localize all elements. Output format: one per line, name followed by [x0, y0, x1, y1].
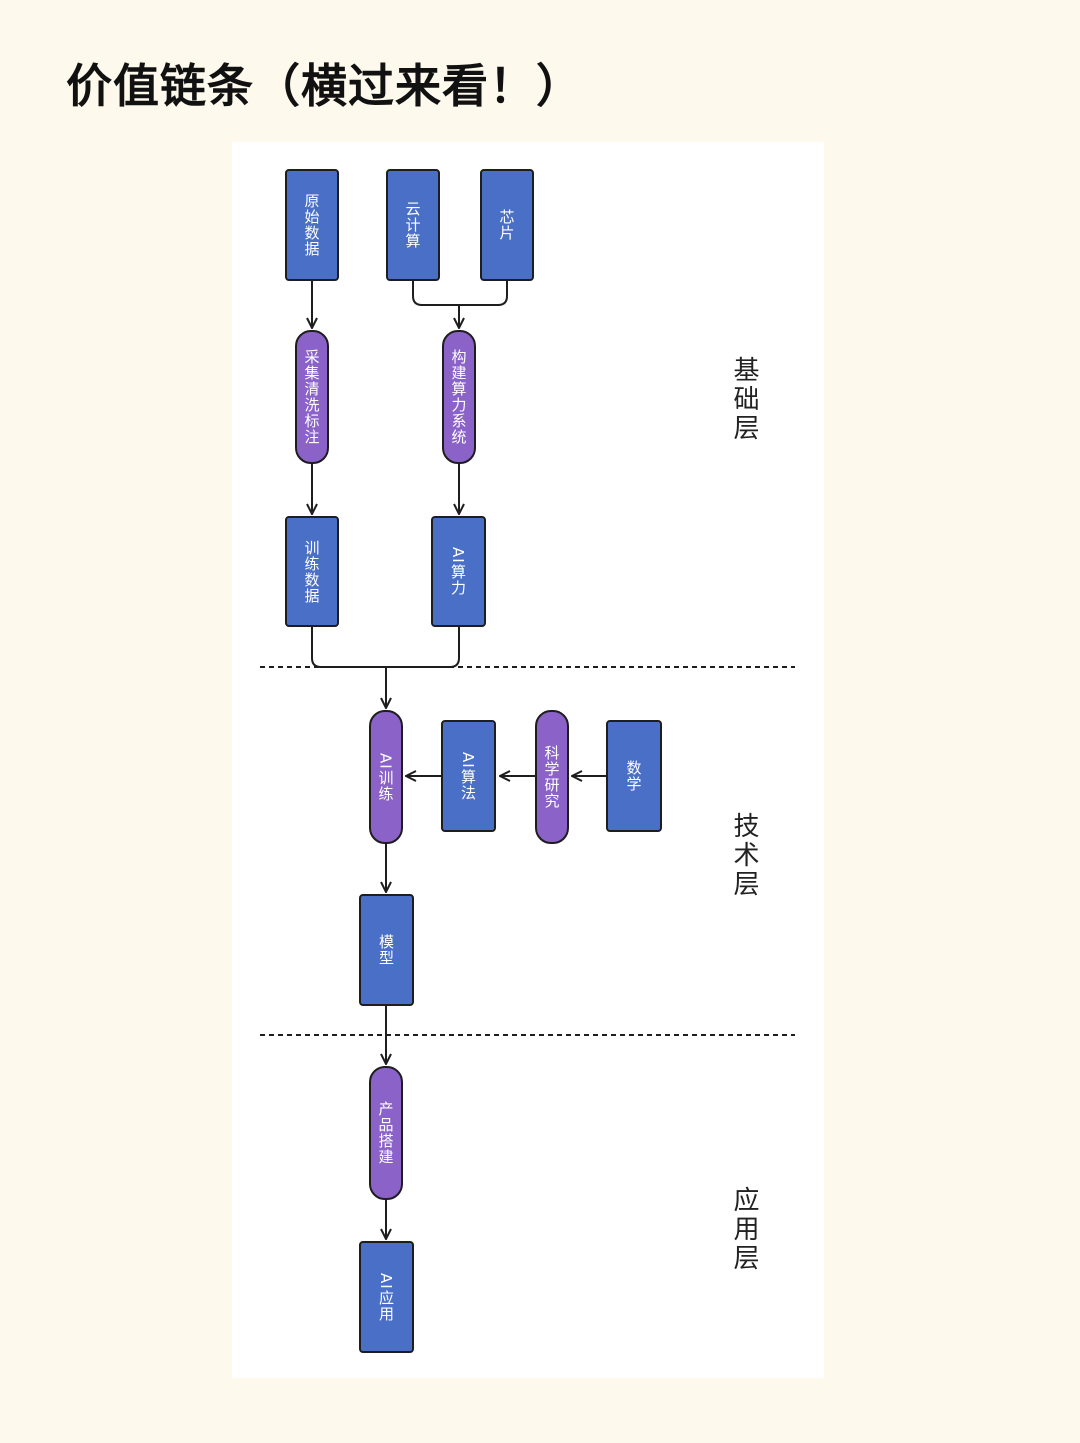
node-ai-application-label: AI应用	[377, 1272, 395, 1322]
connector-cloud-chip-merge	[412, 281, 508, 306]
node-math: 数学	[606, 720, 662, 832]
layer-label-foundation: 基础层	[729, 356, 759, 443]
layer-label-technology: 技术层	[729, 812, 759, 899]
node-ai-training: AI训练	[369, 710, 403, 844]
node-model-label: 模型	[377, 934, 395, 966]
node-build-compute-system: 构建算力系统	[442, 330, 476, 464]
node-scientific-research: 科学研究	[535, 710, 569, 844]
node-cloud-computing-label: 云计算	[403, 201, 422, 249]
layer-label-application: 应用层	[729, 1186, 759, 1273]
node-model: 模型	[359, 894, 414, 1006]
node-product-building: 产品搭建	[369, 1066, 403, 1200]
node-training-data-label: 训练数据	[302, 539, 321, 604]
node-product-building-label: 产品搭建	[376, 1101, 395, 1165]
node-build-compute-system-label: 构建算力系统	[449, 349, 468, 445]
node-ai-compute-label: AI算力	[449, 547, 467, 596]
node-ai-algorithm-label: AI算法	[459, 751, 477, 801]
node-ai-application: AI应用	[359, 1241, 414, 1353]
page-title: 价值链条（横过来看！）	[66, 59, 583, 113]
node-math-label: 数学	[624, 760, 643, 792]
node-raw-data-label: 原始数据	[302, 193, 321, 257]
node-chip: 芯片	[480, 169, 534, 281]
node-training-data: 训练数据	[285, 516, 339, 627]
node-ai-compute: AI算力	[431, 516, 486, 627]
diagram-panel	[232, 142, 824, 1378]
node-scientific-research-label: 科学研究	[542, 745, 561, 809]
node-chip-label: 芯片	[497, 209, 516, 241]
node-cloud-computing: 云计算	[386, 169, 440, 281]
node-collect-clean-label: 采集清洗标注	[295, 330, 329, 464]
node-raw-data: 原始数据	[285, 169, 339, 281]
connector-data-compute-merge	[311, 627, 460, 668]
node-ai-training-label: AI训练	[376, 752, 395, 802]
node-collect-clean-label-label: 采集清洗标注	[302, 349, 321, 445]
node-ai-algorithm: AI算法	[441, 720, 496, 832]
